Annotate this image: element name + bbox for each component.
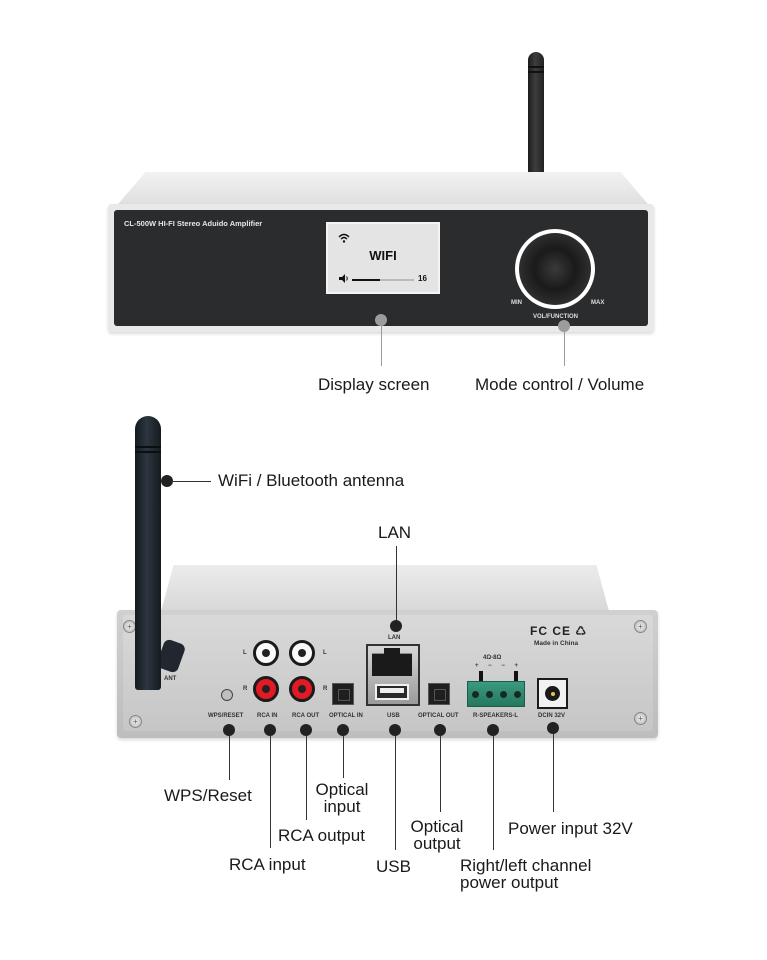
callout-dot <box>389 724 401 736</box>
usb-port[interactable] <box>375 684 409 700</box>
callout-optical-input-line1: Optical <box>315 780 369 799</box>
impedance-label: 4Ω-8Ω <box>483 655 502 661</box>
speaker-icon <box>339 274 349 285</box>
callout-display-screen: Display screen <box>318 375 430 394</box>
certification-marks: FC CE ♺ <box>530 624 588 638</box>
callout-antenna: WiFi / Bluetooth antenna <box>218 471 405 490</box>
callout-line <box>564 332 565 366</box>
rear-unit-top <box>160 565 610 615</box>
callout-dot <box>434 724 446 736</box>
rca-out-label: RCA OUT <box>292 713 320 719</box>
callout-line <box>343 736 344 778</box>
made-in-label: Made in China <box>534 640 579 647</box>
speaker-lever <box>479 671 483 683</box>
callout-optical-input-line2: input <box>323 797 361 816</box>
rca-in-left-jack[interactable] <box>253 640 279 666</box>
ant-label: ANT <box>164 676 177 682</box>
callout-optical-output-line1: Optical <box>410 817 464 836</box>
screw-icon: + <box>634 620 647 633</box>
optical-in-port[interactable] <box>332 683 354 705</box>
volume-knob[interactable] <box>519 233 591 305</box>
optical-out-label: OPTICAL OUT <box>418 713 459 719</box>
wps-reset-button[interactable] <box>221 689 233 701</box>
callout-line <box>396 546 397 622</box>
callout-line <box>493 736 494 850</box>
display-screen: WIFI 16 <box>326 222 440 294</box>
callout-dot <box>161 475 173 487</box>
rca-in-right-jack[interactable] <box>253 676 279 702</box>
dcin-label: DCIN 32V <box>538 713 566 719</box>
callout-mode-volume: Mode control / Volume <box>475 375 645 394</box>
wps-label: WPS/RESET <box>208 713 244 719</box>
callout-line <box>171 481 211 482</box>
callout-rca-output: RCA output <box>278 826 365 845</box>
wifi-icon <box>338 232 350 246</box>
wifi-bluetooth-antenna <box>135 416 161 690</box>
channel-l-label: L <box>243 650 247 656</box>
callout-dot <box>390 620 402 632</box>
callout-speaker-line2: power output <box>460 873 559 892</box>
callout-line <box>395 736 396 850</box>
speakers-label: R-SPEAKERS-L <box>473 713 519 719</box>
antenna-ring <box>135 451 161 453</box>
callout-usb: USB <box>376 857 411 876</box>
antenna-ring <box>528 66 544 68</box>
channel-r-label: R <box>243 686 248 692</box>
callout-dot <box>487 724 499 736</box>
antenna-ring <box>528 71 544 73</box>
callout-line <box>306 736 307 820</box>
optical-in-label: OPTICAL IN <box>329 713 363 719</box>
callout-speaker-line1: Right/left channel <box>460 856 592 875</box>
callout-wps-reset: WPS/Reset <box>164 786 252 805</box>
callout-lan: LAN <box>378 523 412 542</box>
callout-optical-input: Optical input <box>313 781 371 815</box>
model-name: CL-500W HI-FI Stereo Aduido Amplifier <box>124 219 263 228</box>
rca-out-right-jack[interactable] <box>289 676 315 702</box>
knob-max-label: MAX <box>591 300 605 306</box>
callout-dot <box>558 320 570 332</box>
display-mode: WIFI <box>369 248 397 263</box>
channel-l-label: L <box>323 650 327 656</box>
callout-dot <box>337 724 349 736</box>
volume-bar-fill <box>352 279 380 281</box>
callout-dot <box>264 724 276 736</box>
callout-line <box>381 326 382 366</box>
channel-r-label: R <box>323 686 328 692</box>
rca-out-left-jack[interactable] <box>289 640 315 666</box>
polarity-label: + − − + <box>475 663 523 669</box>
optical-out-port[interactable] <box>428 683 450 705</box>
dc-power-jack[interactable] <box>537 678 568 709</box>
volume-bar <box>352 279 414 281</box>
front-antenna <box>528 52 544 177</box>
callout-dot <box>300 724 312 736</box>
callout-optical-output-line2: output <box>413 834 461 853</box>
speaker-lever <box>514 671 518 683</box>
callout-optical-output: Optical output <box>407 818 467 852</box>
volume-level: 16 <box>418 274 427 283</box>
screw-icon: + <box>129 715 142 728</box>
callout-speaker-output: Right/left channel power output <box>460 857 591 891</box>
antenna-ring <box>135 446 161 448</box>
usb-label: USB <box>387 713 400 719</box>
callout-dot <box>547 722 559 734</box>
lan-label: LAN <box>388 635 401 641</box>
callout-line <box>440 736 441 812</box>
speaker-terminal[interactable] <box>467 681 525 707</box>
rca-in-label: RCA IN <box>257 713 278 719</box>
knob-min-label: MIN <box>511 300 522 306</box>
callout-power-input: Power input 32V <box>508 819 633 838</box>
callout-line <box>553 734 554 812</box>
knob-function-label: VOL/FUNCTION <box>533 314 578 320</box>
callout-line <box>229 736 230 780</box>
front-unit-top <box>113 172 653 210</box>
callout-rca-input: RCA input <box>229 855 306 874</box>
screw-icon: + <box>634 712 647 725</box>
callout-dot <box>375 314 387 326</box>
callout-line <box>270 736 271 848</box>
callout-dot <box>223 724 235 736</box>
